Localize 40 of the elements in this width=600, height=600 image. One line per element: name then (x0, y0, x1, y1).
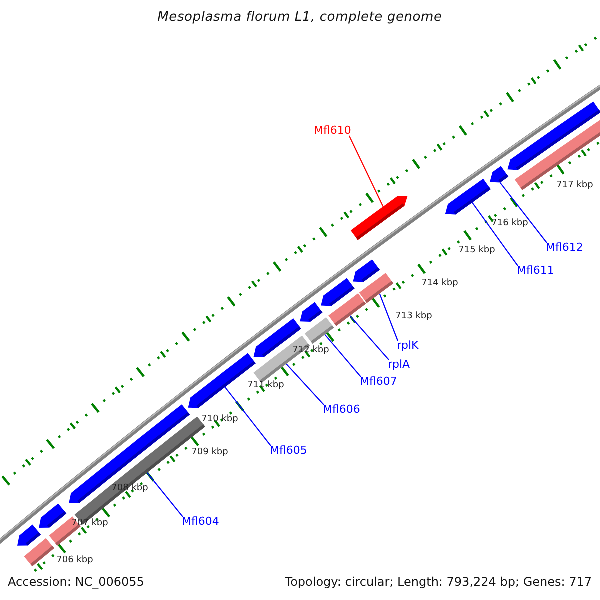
scale-label: 709 kbp (192, 448, 228, 458)
leader-line (348, 136, 384, 208)
gene-block (490, 166, 509, 183)
gene-block (321, 278, 355, 306)
leader-line (146, 472, 184, 518)
leader-line (286, 364, 324, 406)
gene-block (353, 260, 380, 282)
gene-label: Mfl606 (323, 404, 360, 415)
accession-text: Accession: NC_006055 (8, 576, 144, 588)
gene-block (445, 178, 491, 215)
gene-label: rplA (388, 359, 410, 370)
leader-line (350, 316, 390, 360)
gene-label: Mfl611 (517, 265, 554, 276)
leader-line (379, 294, 399, 342)
scale-label: 713 kbp (396, 312, 432, 322)
scale-label: 711 kbp (248, 382, 284, 390)
scale-label: 714 kbp (422, 280, 458, 288)
gene-block (508, 102, 600, 170)
diagram-title: Mesoplasma florum L1, complete genome (156, 11, 444, 24)
scale-label: 706 kbp (56, 556, 94, 566)
gene-block (18, 524, 41, 546)
scale-label: 712 kbp (292, 346, 330, 356)
scale-label: 710 kbp (202, 416, 238, 424)
scale-label: 716 kbp (492, 220, 528, 228)
gene-label: Mfl612 (546, 242, 584, 253)
gene-label: Mfl605 (270, 445, 308, 456)
gene-label: rplK (397, 340, 419, 351)
leader-line (224, 386, 272, 446)
gene-label: Mfl607 (360, 376, 398, 387)
scale-label: 715 kbp (458, 246, 496, 256)
genome-info-text: Topology: circular; Length: 793,224 bp; Genes: 717 (285, 576, 592, 588)
scale-label: 717 kbp (556, 182, 594, 190)
gene-block (69, 404, 190, 504)
gene-label: Mfl610 (314, 125, 352, 136)
leader-line (500, 182, 548, 244)
gene-block (350, 196, 408, 240)
gene-block (300, 302, 323, 322)
gene-label: Mfl604 (182, 516, 220, 527)
leader-line (472, 202, 518, 266)
leader-line (324, 334, 362, 378)
